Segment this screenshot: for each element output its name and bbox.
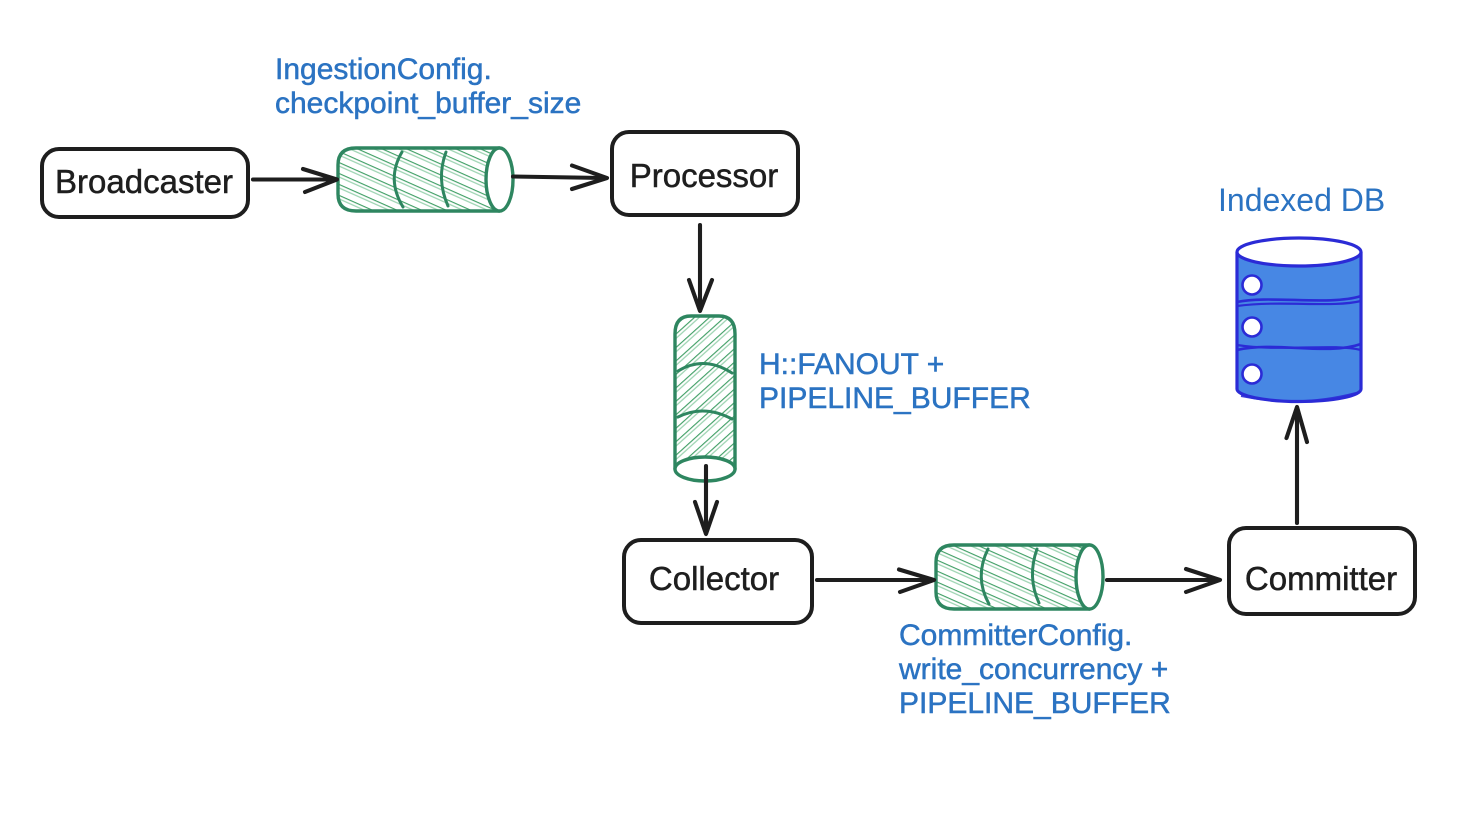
svg-text:CommitterConfig.: CommitterConfig. — [899, 619, 1132, 652]
svg-text:IngestionConfig.: IngestionConfig. — [275, 53, 492, 86]
svg-text:PIPELINE_BUFFER: PIPELINE_BUFFER — [899, 687, 1171, 720]
svg-text:Indexed DB: Indexed DB — [1218, 182, 1385, 218]
svg-text:Committer: Committer — [1245, 560, 1397, 597]
svg-text:H::FANOUT +: H::FANOUT + — [759, 348, 944, 381]
svg-text:Broadcaster: Broadcaster — [55, 163, 233, 200]
svg-text:checkpoint_buffer_size: checkpoint_buffer_size — [275, 87, 581, 120]
svg-text:write_concurrency +: write_concurrency + — [898, 653, 1168, 686]
svg-text:Collector: Collector — [649, 560, 779, 597]
svg-text:PIPELINE_BUFFER: PIPELINE_BUFFER — [759, 382, 1031, 415]
svg-text:Processor: Processor — [630, 157, 779, 194]
